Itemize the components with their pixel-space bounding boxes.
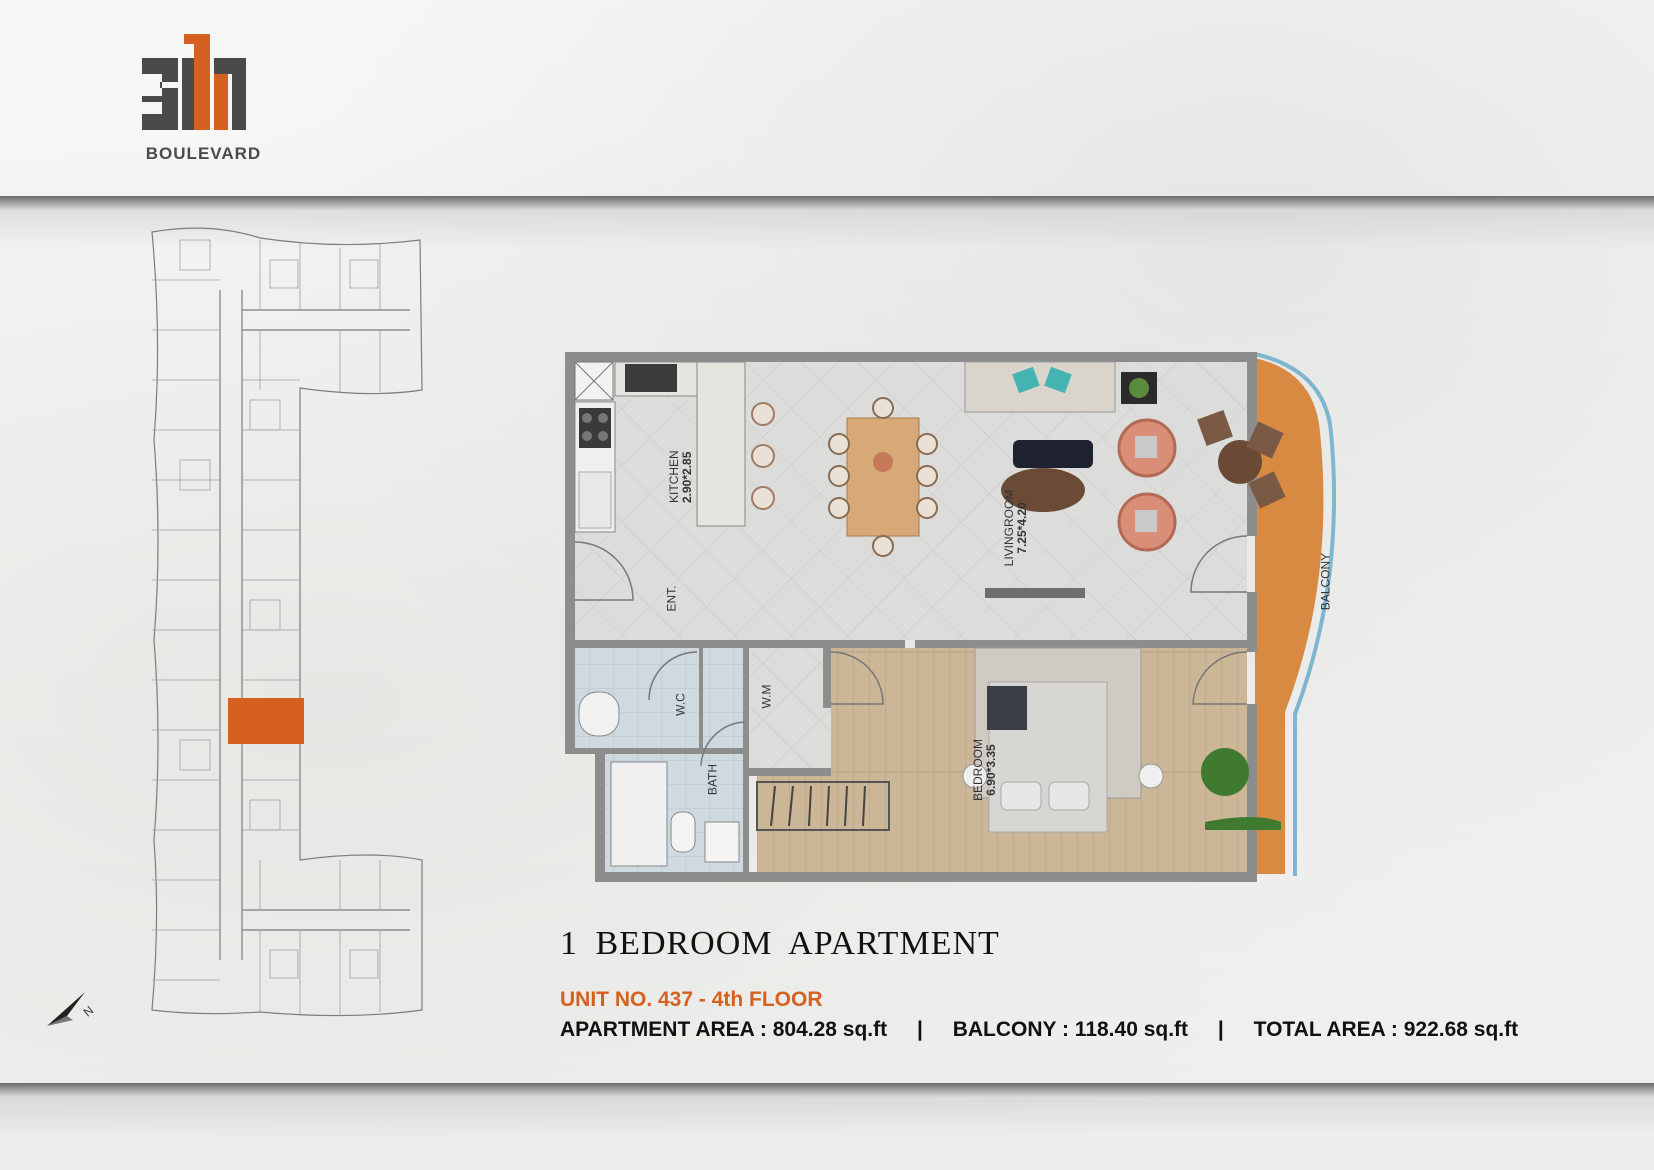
apartment-area: APARTMENT AREA : 804.28 sq.ft — [560, 1018, 888, 1041]
total-area: TOTAL AREA : 922.68 sq.ft — [1253, 1018, 1519, 1041]
kitchen-label: KITCHEN 2.90*2.85 — [667, 450, 694, 503]
svg-text:N: N — [81, 1003, 97, 1019]
corridor-floor — [745, 648, 831, 768]
top-divider-band — [0, 196, 1654, 210]
boulevard-logo — [142, 34, 246, 130]
bottom-band-shadow — [0, 1097, 1654, 1137]
living-room-label: LIVINGROOM 7.25*4.20 — [1002, 489, 1029, 567]
north-arrow-icon: N — [47, 992, 97, 1026]
wm-label: W.M — [759, 684, 774, 709]
floor-plan — [565, 352, 1337, 882]
area-summary: APARTMENT AREA : 804.28 sq.ft | BALCONY … — [560, 1018, 1640, 1042]
wc-label: W.C — [673, 693, 688, 716]
bedroom-label: BEDROOM 6.90*3.35 — [971, 739, 998, 802]
area-separator: | — [1217, 1018, 1224, 1041]
top-band-shadow — [0, 210, 1654, 250]
wm-floor — [701, 648, 743, 754]
key-plan-highlight-unit — [228, 698, 304, 744]
key-plan — [151, 227, 423, 1017]
bath-label: BATH — [705, 763, 720, 796]
entrance-label: ENT. — [664, 585, 679, 612]
logo-text: BOULEVARD — [145, 144, 262, 163]
balcony-area: BALCONY : 118.40 sq.ft — [952, 1018, 1189, 1041]
apartment-title: 1 BEDROOM APARTMENT — [560, 925, 1000, 962]
balcony-label: BALCONY — [1318, 552, 1333, 611]
bottom-divider-band — [0, 1083, 1654, 1097]
area-separator: | — [916, 1018, 923, 1041]
unit-number: UNIT NO. 437 - 4th FLOOR — [560, 988, 823, 1011]
key-plan-outline — [151, 227, 423, 1017]
